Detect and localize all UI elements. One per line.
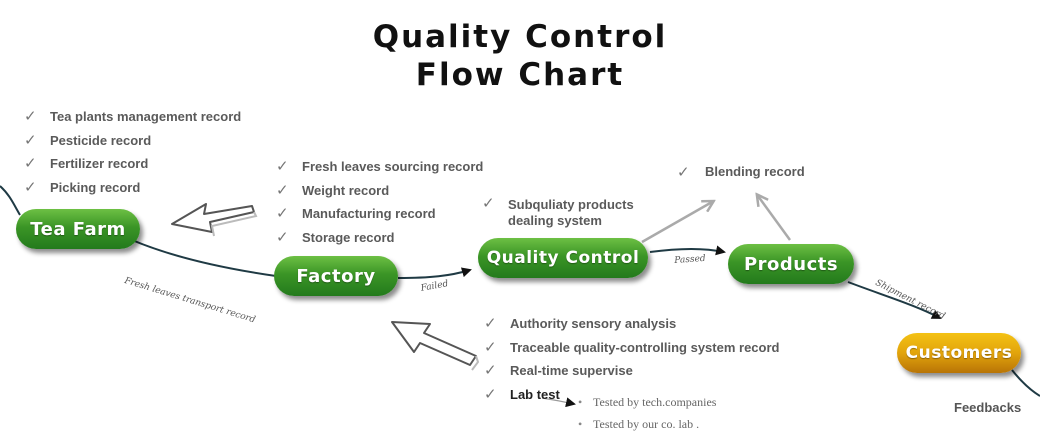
arrow-qc-to-blending [641, 202, 712, 244]
record-label: Lab test [510, 386, 560, 402]
lab-test-list: • Tested by tech.companies • Tested by our… [578, 391, 716, 435]
list-item: ✓ Traceable quality-controlling system re… [484, 336, 779, 360]
record-label: Traceable quality-controlling system rec… [510, 339, 780, 355]
node-tea-farm: Tea Farm [16, 209, 140, 249]
lab-test-label: Tested by tech.companies [593, 395, 717, 409]
node-customers: Customers [897, 333, 1021, 373]
list-item: ✓ Fresh leaves sourcing record [276, 155, 483, 179]
record-label: Manufacturing record [302, 206, 436, 221]
list-item: ✓ Pesticide record [24, 129, 241, 153]
lab-test-label: Tested by our co. lab . [593, 417, 700, 431]
list-item: ✓ Manufacturing record [276, 202, 483, 226]
list-item: ✓ Lab test [484, 383, 779, 407]
arrow-products-to-blending [758, 196, 792, 241]
list-item: • Tested by tech.companies [578, 391, 716, 413]
subquality-record: ✓ Subquliaty products dealing system [482, 194, 634, 229]
tea-farm-record-list: ✓ Tea plants management record ✓ Pesticide… [24, 105, 241, 199]
list-item: ✓ Authority sensory analysis [484, 312, 779, 336]
checkmark-icon: ✓ [484, 384, 497, 403]
qc-record-list: ✓ Authority sensory analysis ✓ Traceable q… [484, 312, 779, 406]
list-item: • Tested by our co. lab . [578, 413, 716, 435]
record-label: Fresh leaves sourcing record [302, 159, 484, 174]
flow-qc-to-products [649, 245, 726, 256]
checkmark-icon: ✓ [24, 130, 37, 149]
feedbacks-label: Feedbacks [954, 400, 1022, 415]
blending-label: Blending record [705, 164, 805, 179]
node-products: Products [728, 244, 854, 284]
checkmark-icon: ✓ [677, 163, 690, 181]
node-quality-control: Quality Control [478, 238, 648, 278]
subquality-line2: dealing system [508, 213, 602, 228]
record-label: Tea plants management record [50, 109, 242, 124]
checkmark-icon: ✓ [276, 157, 289, 175]
checkmark-icon: ✓ [24, 107, 37, 125]
list-item: ✓ Real-time supervise [484, 359, 779, 383]
checkmark-icon: ✓ [482, 194, 495, 212]
flow-factory-to-qc [397, 267, 472, 279]
list-item: ✓ Weight record [276, 179, 483, 203]
flow-farm-to-factory [131, 239, 277, 277]
bullet-icon: • [578, 395, 583, 409]
list-item: ✓ Tea plants management record [24, 105, 241, 129]
subquality-line1: Subquliaty products [508, 197, 634, 212]
list-item: ✓ Fertilizer record [24, 152, 241, 176]
bullet-icon: • [578, 417, 583, 431]
record-label: Authority sensory analysis [510, 316, 677, 331]
blending-record: ✓ Blending record [677, 162, 805, 182]
factory-record-list: ✓ Fresh leaves sourcing record ✓ Weight re… [276, 155, 483, 249]
checkmark-icon: ✓ [24, 177, 37, 196]
list-item: ✓ Picking record [24, 176, 241, 200]
record-label: Real-time supervise [510, 363, 633, 378]
checkmark-icon: ✓ [276, 180, 289, 199]
record-label: Storage record [302, 229, 395, 245]
main-flow-path [0, 185, 21, 216]
page-title-line2: Flow Chart [415, 57, 625, 93]
checkmark-icon: ✓ [276, 204, 289, 222]
checkmark-icon: ✓ [484, 314, 497, 332]
record-label: Pesticide record [50, 132, 152, 148]
hollow-arrow-factory-records-to-farm [171, 203, 258, 237]
flow-products-to-customers [847, 281, 942, 319]
node-factory: Factory [274, 256, 398, 296]
flow-customers-exit [1011, 369, 1040, 397]
checkmark-icon: ✓ [24, 154, 37, 172]
checkmark-icon: ✓ [484, 337, 497, 356]
checkmark-icon: ✓ [276, 227, 289, 246]
page-title-line1: Quality Control [372, 19, 668, 55]
record-label: Weight record [302, 182, 390, 198]
hollow-arrow-qc-records-to-factory [391, 321, 480, 371]
checkmark-icon: ✓ [484, 361, 497, 379]
arrow-labtest-detail [541, 397, 576, 408]
list-item: ✓ Storage record [276, 226, 483, 250]
record-label: Picking record [50, 179, 141, 195]
record-label: Fertilizer record [50, 156, 149, 171]
